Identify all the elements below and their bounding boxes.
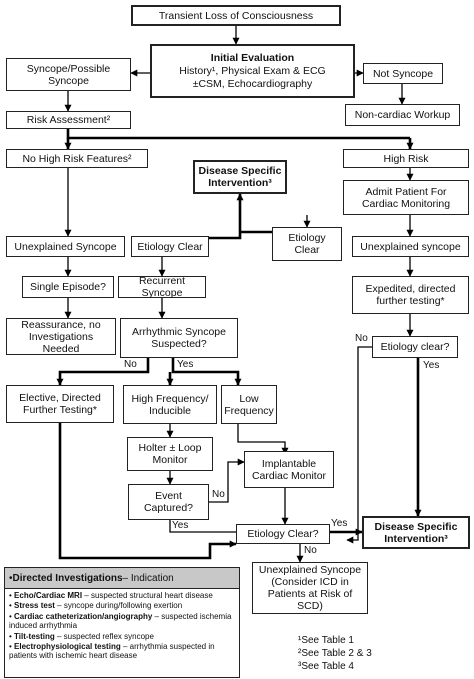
disease-specific-intervention-bottom: Disease Specific Intervention³ <box>362 516 470 549</box>
footnote-3: ³See Table 4 <box>298 661 354 672</box>
implantable-monitor-box: Implantable Cardiac Monitor <box>244 451 334 488</box>
legend-item: • Echo/Cardiac MRI – suspected structura… <box>9 591 213 600</box>
initial-evaluation-line2: ±CSM, Echocardiography <box>192 77 313 90</box>
edge-etclear-dsi <box>209 193 244 240</box>
initial-evaluation-box: Initial Evaluation History¹, Physical Ex… <box>150 44 355 98</box>
high-risk-box: High Risk <box>343 149 469 168</box>
legend-item: • Electrophysiological testing – arrhyth… <box>9 642 215 661</box>
legend-list: • Echo/Cardiac MRI – suspected structura… <box>5 591 239 661</box>
edge-elective-bottom <box>58 423 237 560</box>
label-yes-arrhythmic: Yes <box>177 359 194 370</box>
legend-title-suffix: – Indication <box>122 572 174 584</box>
syncope-possible-box: Syncope/Possible Syncope <box>6 58 131 91</box>
edge-risk-split <box>66 129 410 140</box>
low-frequency-box: Low Frequency <box>221 385 277 424</box>
unexplained-syncope-right: Unexplained syncope <box>352 236 469 257</box>
label-no-etiology-bottom: No <box>304 545 317 556</box>
label-yes-etiology-bottom: Yes <box>331 518 348 529</box>
holter-monitor-box: Holter ± Loop Monitor <box>127 437 213 471</box>
arrhythmic-suspected-box: Arrhythmic Syncope Suspected? <box>120 318 238 358</box>
footnote-2: ²See Table 2 & 3 <box>298 648 372 659</box>
edge-arrhythmic-yes <box>171 358 242 386</box>
edge-lowfreq-implantable <box>237 424 289 455</box>
label-yes-etiology-right: Yes <box>423 360 440 371</box>
not-syncope-box: Not Syncope <box>363 63 443 84</box>
legend-item: • Tilt-testing – suspected reflex syncop… <box>9 631 154 641</box>
footnote-1: ¹See Table 1 <box>298 635 354 646</box>
unexplained-syncope-bottom: Unexplained Syncope (Consider ICD in Pat… <box>252 562 368 614</box>
edge-etq-no <box>346 346 372 544</box>
footnotes: ¹See Table 1 ²See Table 2 & 3 ³See Table… <box>298 634 372 673</box>
recurrent-syncope-box: Recurrent Syncope <box>118 275 206 299</box>
reassurance-box: Reassurance, no Investigations Needed <box>6 318 116 355</box>
etiology-clear-middle: Etiology Clear <box>272 227 342 261</box>
unexplained-syncope-left: Unexplained Syncope <box>6 236 125 257</box>
edge-event-no <box>209 458 245 503</box>
edge-arrhythmic-no <box>56 358 150 386</box>
event-captured-box: Event Captured? <box>128 484 209 520</box>
etiology-clear-left: Etiology Clear <box>131 236 209 257</box>
initial-evaluation-line1: History¹, Physical Exam & ECG <box>179 64 326 77</box>
legend-title: Directed Investigations <box>12 572 123 584</box>
elective-testing-box: Elective, Directed Further Testing* <box>6 385 114 423</box>
legend-item: • Cardiac catheterization/angiography – … <box>9 611 232 631</box>
tloc-box: Transient Loss of Consciousness <box>131 5 341 26</box>
label-no-etiology-right: No <box>355 333 368 344</box>
high-frequency-box: High Frequency/ Inducible <box>123 385 217 424</box>
directed-investigations-legend: •Directed Investigations – Indication • … <box>4 567 240 678</box>
single-episode-box: Single Episode? <box>22 276 114 298</box>
risk-assessment-box: Risk Assessment² <box>6 111 131 129</box>
admit-patient-box: Admit Patient For Cardiac Monitoring <box>343 180 469 215</box>
noncardiac-workup-box: Non-cardiac Workup <box>345 104 460 126</box>
label-yes-event: Yes <box>172 520 189 531</box>
no-high-risk-box: No High Risk Features² <box>6 149 148 168</box>
label-no-event: No <box>212 489 225 500</box>
initial-evaluation-title: Initial Evaluation <box>210 51 295 64</box>
label-no-arrhythmic: No <box>124 359 137 370</box>
expedited-testing-box: Expedited, directed further testing* <box>352 276 469 314</box>
legend-header: •Directed Investigations – Indication <box>5 568 239 589</box>
etiology-clear-question-bottom: Etiology Clear? <box>236 524 330 544</box>
etiology-clear-question-right: Etiology clear? <box>372 336 458 358</box>
disease-specific-intervention-top: Disease Specific Intervention³ <box>193 160 287 194</box>
legend-item: • Stress test – syncope during/following… <box>9 601 183 611</box>
